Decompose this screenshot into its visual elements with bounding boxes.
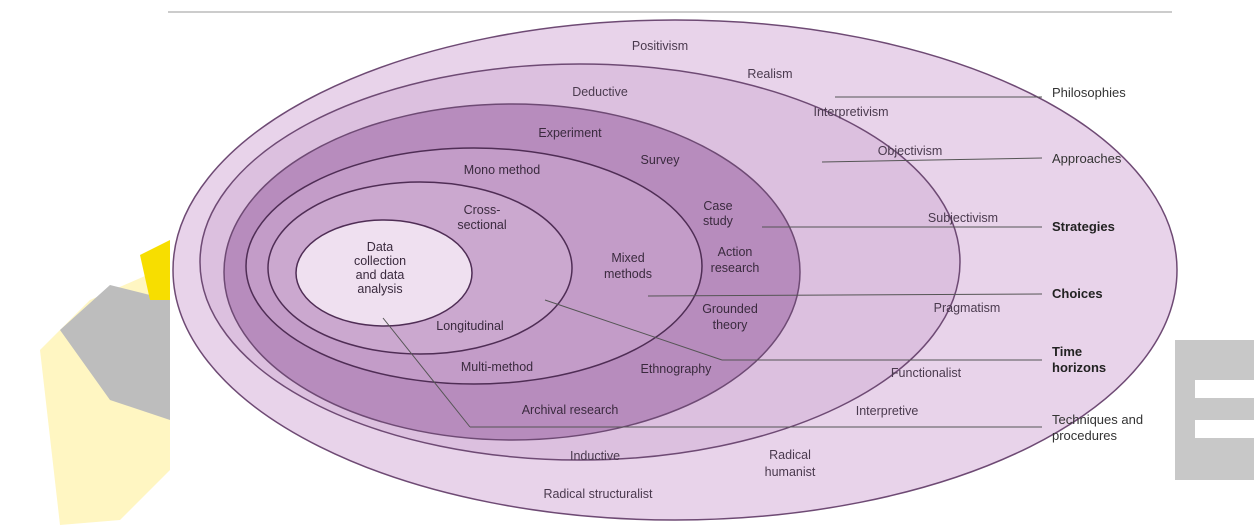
philosophy-realism: Realism <box>747 67 792 81</box>
philosophy-interpretivism: Interpretivism <box>813 105 888 119</box>
philosophy-objectivism: Objectivism <box>878 144 943 158</box>
strategy-experiment: Experiment <box>538 126 602 140</box>
techniques-leader-a <box>382 317 471 428</box>
choice-mono-method: Mono method <box>464 163 540 177</box>
philosophy-functionalist: Functionalist <box>891 366 962 380</box>
watermark-e-letter <box>1175 340 1254 480</box>
side-label-philosophies: Philosophies <box>1052 85 1126 100</box>
philosophy-radical-structuralist: Radical structuralist <box>543 487 653 501</box>
approach-deductive: Deductive <box>572 85 628 99</box>
choice-multi-method: Multi-method <box>461 360 533 374</box>
philosophy-subjectivism: Subjectivism <box>928 211 998 225</box>
time-cross-sectional: Cross-sectional <box>457 203 506 232</box>
time-horizons-leader-a <box>544 299 723 361</box>
philosophy-interpretive: Interpretive <box>856 404 919 418</box>
choices-leader <box>647 293 1043 297</box>
watermark-gray-shape <box>60 285 170 420</box>
side-label-strategies: Strategies <box>1052 219 1115 234</box>
strategy-ethnography: Ethnography <box>641 362 713 376</box>
strategy-survey: Survey <box>641 153 681 167</box>
side-label-choices: Choices <box>1052 286 1103 301</box>
watermark-yellow-accent <box>140 240 170 300</box>
time-longitudinal: Longitudinal <box>436 319 503 333</box>
core-layer <box>295 219 473 327</box>
philosophy-pragmatism: Pragmatism <box>934 301 1001 315</box>
leader-lines <box>382 96 1043 428</box>
philosophy-positivism: Positivism <box>632 39 688 53</box>
approach-inductive: Inductive <box>570 449 620 463</box>
side-label-approaches: Approaches <box>1052 151 1122 166</box>
strategy-archival-research: Archival research <box>522 403 619 417</box>
approaches-leader <box>821 157 1043 163</box>
watermark-logo <box>40 240 1254 525</box>
